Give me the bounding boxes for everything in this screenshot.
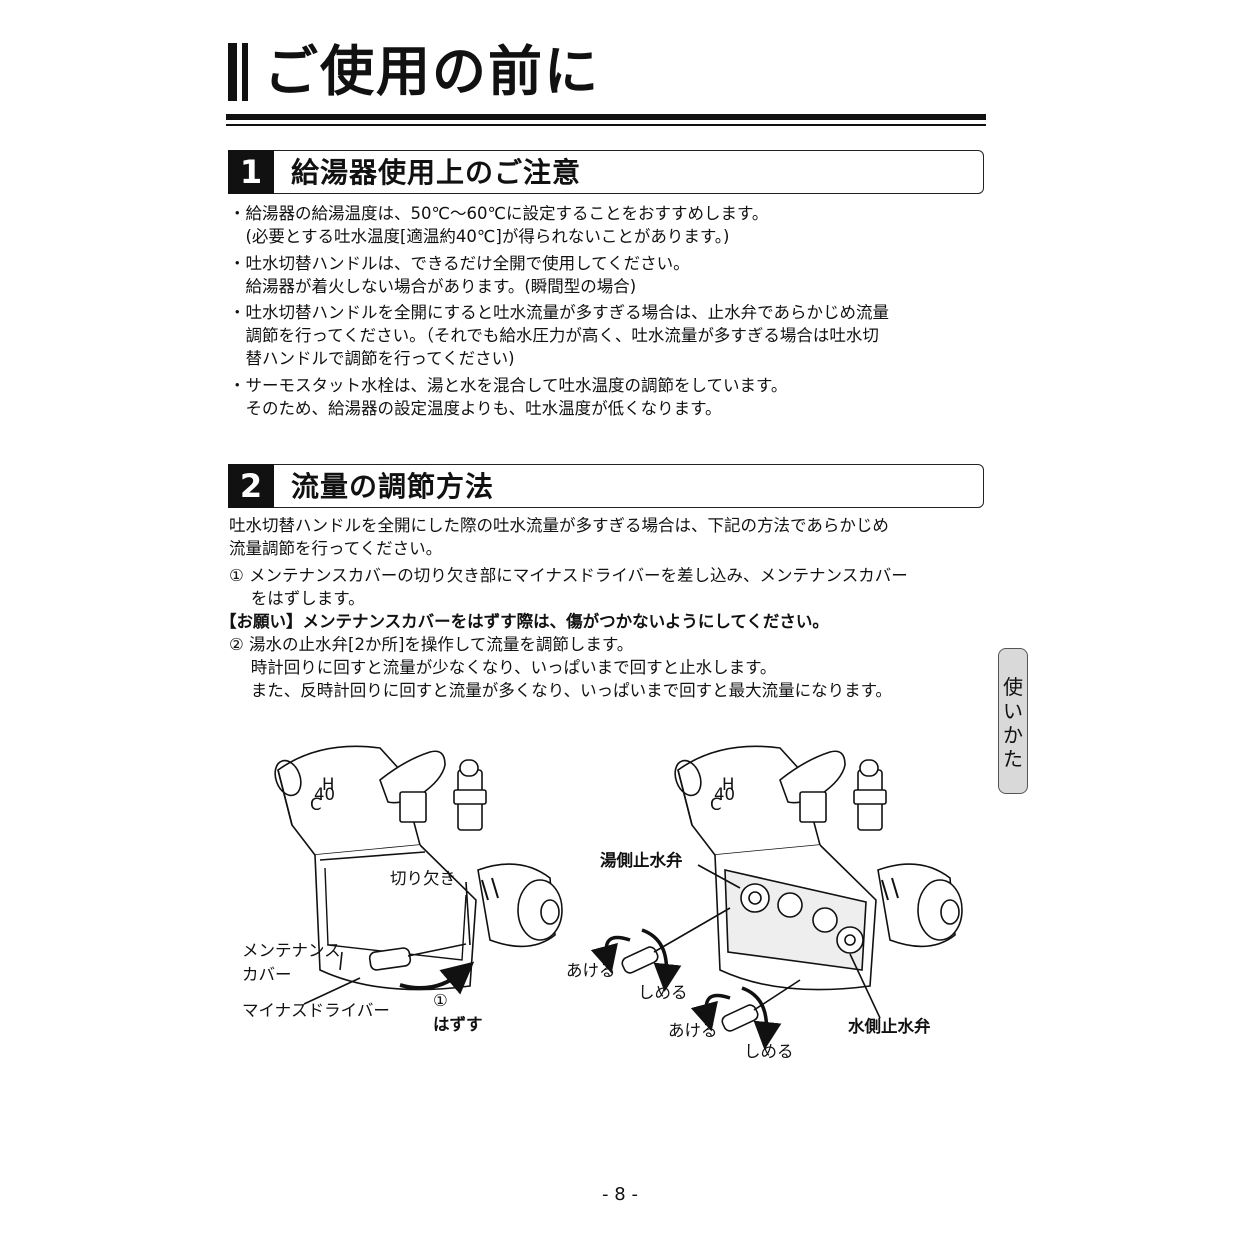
label-driver: マイナスドライバー — [242, 1001, 390, 1020]
title-bar-thick — [228, 43, 237, 101]
page-title: ご使用の前に — [264, 40, 600, 103]
faucet-illustration: H 40 C 切り欠き メンテナンス カバー マイナスドライバー ① はずす — [242, 745, 963, 1061]
label-notch: 切り欠き — [390, 869, 456, 888]
side-tab-usage[interactable]: 使 い か た — [998, 648, 1028, 794]
left-faucet-drawing — [274, 745, 563, 1005]
side-tab-char: か — [1003, 723, 1023, 747]
side-tab-char: た — [1003, 747, 1023, 771]
step2-text: ② 湯水の止水弁[2か所]を操作して流量を調節します。 — [229, 635, 634, 654]
section1-line: ・サーモスタット水栓は、湯と水を混合して吐水温度の調節をしています。 — [229, 376, 788, 395]
section2-intro: 流量調節を行ってください。 — [229, 539, 443, 558]
section1-line: 給湯器が着火しない場合があります。(瞬間型の場合) — [229, 277, 637, 296]
label-close-1: しめる — [638, 983, 688, 1002]
left-dial-h: H — [322, 775, 334, 794]
label-hot-valve: 湯側止水弁 — [600, 850, 683, 870]
step2-text: 時計回りに回すと流量が少なくなり、いっぱいまで回すと止水します。 — [229, 658, 777, 677]
section1-line: ・給湯器の給湯温度は、50℃～60℃に設定することをおすすめします。 — [229, 204, 769, 223]
label-cold-valve: 水側止水弁 — [848, 1016, 931, 1036]
title-bar-thin — [242, 43, 248, 101]
step1-text: ① メンテナンスカバーの切り欠き部にマイナスドライバーを差し込み、メンテナンスカ… — [229, 566, 908, 585]
right-faucet-drawing — [590, 745, 963, 1050]
side-tab-char: 使 — [1003, 675, 1023, 699]
section1-line: そのため、給湯器の設定温度よりも、吐水温度が低くなります。 — [229, 399, 722, 418]
notice-text: 【お願い】メンテナンスカバーをはずす際は、傷がつかないようにしてください。 — [220, 612, 829, 631]
page-title-block: ご使用の前に — [228, 40, 600, 104]
section1-line: 調節を行ってください。（それでも給水圧力が高く、吐水流量が多すぎる場合は吐水切 — [229, 326, 879, 345]
section1-line: ・吐水切替ハンドルを全開にすると吐水流量が多すぎる場合は、止水弁であらかじめ流量 — [229, 303, 889, 322]
section1-line: ・吐水切替ハンドルは、できるだけ全開で使用してください。 — [229, 254, 690, 273]
title-rule-thin — [226, 124, 986, 126]
section2-intro: 吐水切替ハンドルを全開にした際の吐水流量が多すぎる場合は、下記の方法であらかじめ — [229, 516, 889, 535]
label-open-2: あける — [668, 1021, 718, 1040]
left-dial-c: C — [310, 795, 322, 814]
label-cover-2: カバー — [242, 965, 292, 984]
section1-title: 給湯器使用上のご注意 — [291, 156, 582, 189]
section2-number: 2 — [228, 464, 274, 508]
section1-header: 1 給湯器使用上のご注意 — [228, 150, 984, 194]
section2-header: 2 流量の調節方法 — [228, 464, 984, 508]
side-tab-char: い — [1003, 699, 1023, 723]
step1-text: をはずします。 — [229, 589, 365, 608]
label-close-2: しめる — [744, 1042, 794, 1061]
label-remove: はずす — [433, 1015, 483, 1034]
page-number: - 8 - — [602, 1184, 638, 1205]
right-dial-40: 40 — [714, 785, 735, 804]
section1-line: 替ハンドルで調節を行ってください) — [229, 349, 515, 368]
left-dial-40: 40 — [314, 785, 335, 804]
right-dial-c: C — [710, 795, 722, 814]
right-dial-h: H — [722, 775, 734, 794]
step2-text: また、反時計回りに回すと流量が多くなり、いっぱいまで回すと最大流量になります。 — [229, 681, 892, 700]
label-step-num: ① — [433, 991, 448, 1010]
title-rule — [226, 114, 986, 120]
section2-title: 流量の調節方法 — [291, 470, 495, 503]
section1-number: 1 — [228, 150, 274, 194]
section1-line: (必要とする吐水温度[適温約40℃]が得られないことがあります。) — [229, 227, 730, 246]
label-cover-1: メンテナンス — [242, 941, 341, 960]
label-open-1: あける — [566, 961, 616, 980]
